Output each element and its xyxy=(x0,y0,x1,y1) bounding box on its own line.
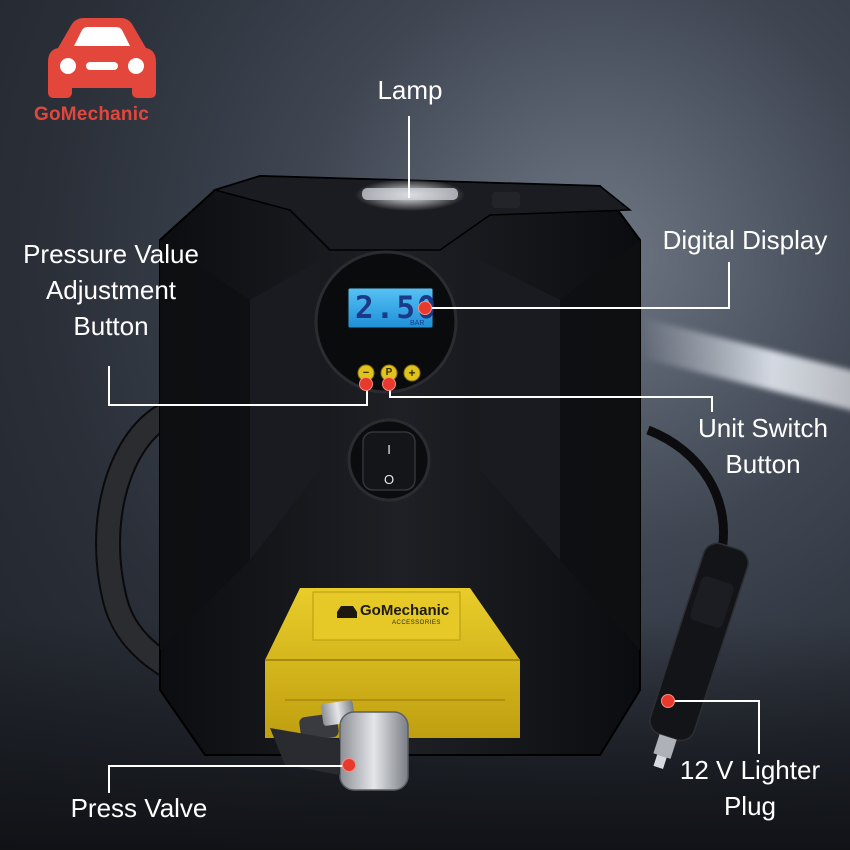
plus-button: + xyxy=(406,366,418,380)
unit-button: P xyxy=(383,366,395,380)
callout-dot-lighter xyxy=(661,694,675,708)
lcd-unit-label: BAR xyxy=(410,320,425,327)
callout-lighter-plug: 12 V Lighter Plug xyxy=(660,752,840,824)
callout-pressure-line3: Button xyxy=(73,311,149,341)
callout-dot-display xyxy=(418,301,432,315)
leader-line-pressure-horizontal xyxy=(108,404,368,406)
callout-pressure-line1: Pressure Value xyxy=(23,239,199,269)
unit-button-label: P xyxy=(385,367,393,378)
logo-car-icon xyxy=(48,18,156,98)
callout-press-valve: Press Valve xyxy=(70,793,208,823)
callout-dot-press-valve xyxy=(342,758,356,772)
leader-line-pressure-vertical xyxy=(108,366,110,406)
switch-on-symbol: I xyxy=(387,442,391,457)
callout-unit-line2: Button xyxy=(725,449,801,479)
minus-button: − xyxy=(360,366,372,380)
callout-pressure-line2: Adjustment xyxy=(45,275,177,305)
leader-line-pressure-riser xyxy=(366,384,368,406)
leader-line-lamp xyxy=(408,116,410,198)
leader-line-unit-horizontal xyxy=(389,396,713,398)
callout-dot-pressure xyxy=(359,377,373,391)
callout-unit-line1: Unit Switch xyxy=(697,413,829,443)
callout-lighter-line2: Plug xyxy=(723,791,777,821)
leader-line-unit-riser xyxy=(389,384,391,398)
leader-line-display-horizontal xyxy=(425,307,730,309)
leader-line-lighter-horizontal xyxy=(668,700,760,702)
switch-off-symbol: O xyxy=(383,472,395,487)
plus-button-label: + xyxy=(408,366,416,380)
callout-digital-display: Digital Display xyxy=(662,225,828,255)
callout-dot-unit xyxy=(382,377,396,391)
device-brand-subtitle: ACCESSORIES xyxy=(392,620,441,626)
minus-button-label: − xyxy=(362,367,370,379)
callout-unit-switch: Unit Switch Button xyxy=(676,410,850,482)
leader-line-press-horizontal xyxy=(108,765,348,767)
logo-wordmark: GoMechanic xyxy=(34,104,149,125)
leader-line-lighter-vertical xyxy=(758,700,760,754)
leader-line-unit-vertical xyxy=(711,396,713,412)
device-brand-label: GoMechanic xyxy=(360,602,450,619)
callout-lighter-line1: 12 V Lighter xyxy=(679,755,821,785)
leader-line-press-vertical xyxy=(108,765,110,793)
callout-pressure-adjustment: Pressure Value Adjustment Button xyxy=(6,236,216,344)
leader-line-display-vertical xyxy=(728,262,730,308)
power-switch: I O xyxy=(363,434,415,490)
callout-lamp: Lamp xyxy=(377,75,443,105)
